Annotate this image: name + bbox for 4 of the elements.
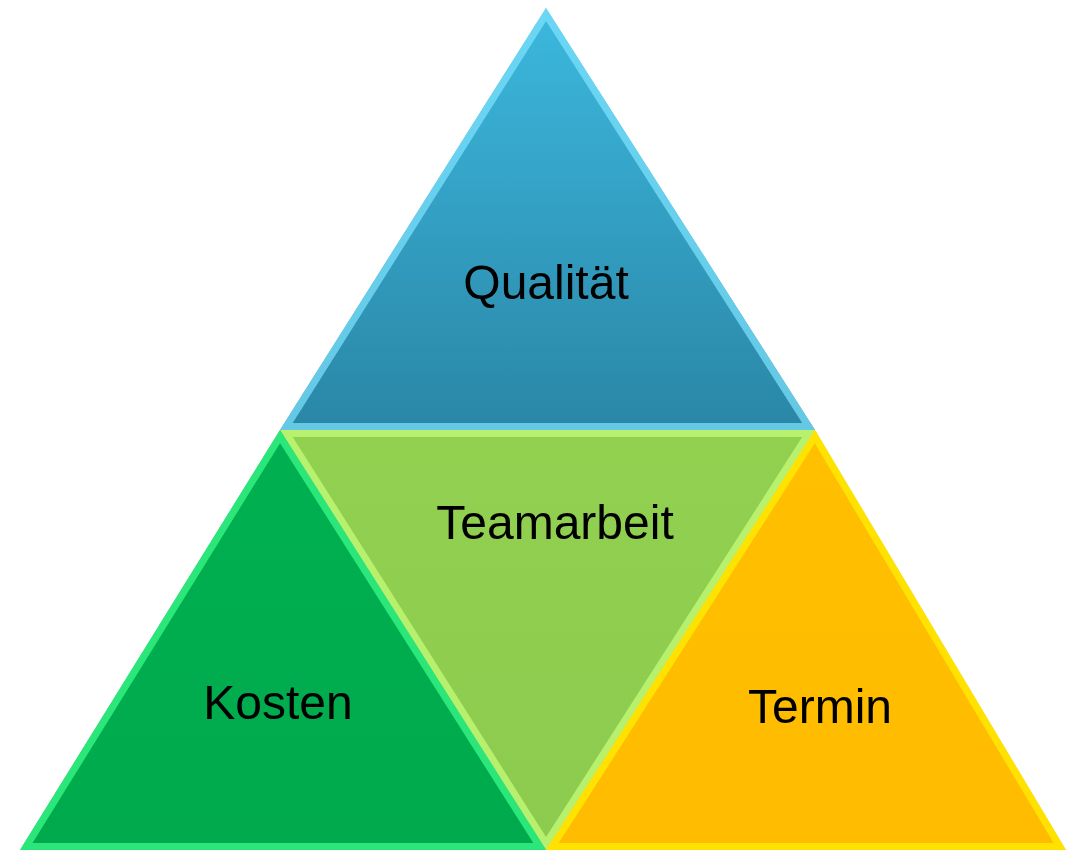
- triangle-label: Qualität: [463, 255, 629, 311]
- triangle-label: Teamarbeit: [436, 495, 674, 551]
- triangle-label: Termin: [748, 679, 892, 735]
- triangle-label: Kosten: [203, 675, 353, 731]
